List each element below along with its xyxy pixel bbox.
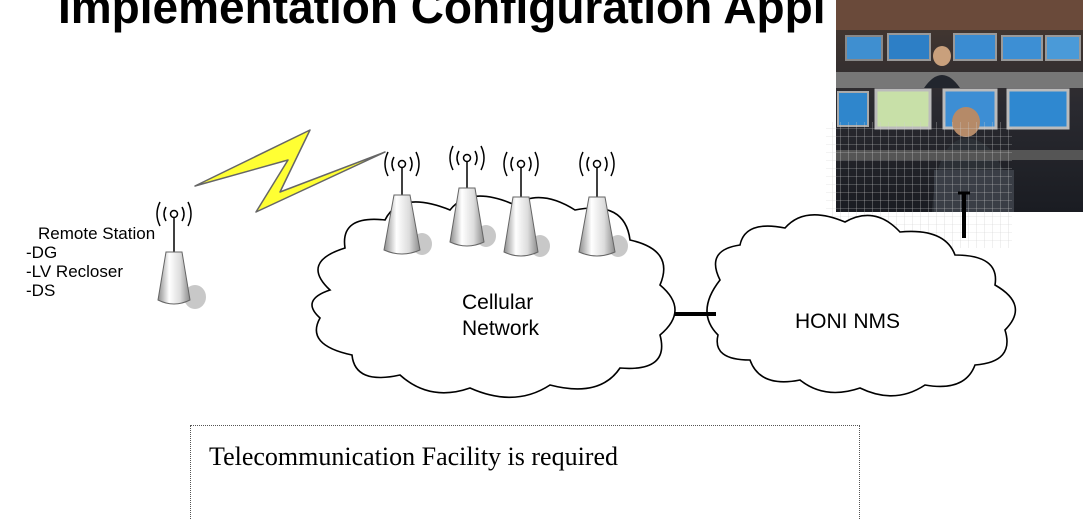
radio-waves-icon	[503, 151, 539, 197]
cellular-network-line2: Network	[462, 317, 540, 340]
lightning-bolt-icon	[194, 129, 386, 213]
remote-station-item-ds: -DS	[26, 281, 56, 300]
remote-station-tower	[156, 201, 206, 309]
honi-nms-label: HONI NMS	[795, 310, 900, 333]
cell-tower-4	[578, 151, 628, 257]
radio-waves-icon	[156, 201, 192, 252]
radio-waves-icon	[449, 145, 485, 188]
remote-station-heading: Remote Station	[38, 224, 156, 243]
honi-nms-cloud	[706, 213, 1017, 397]
cell-tower-3	[503, 151, 550, 257]
remote-station-label: Remote Station -DG -LV Recloser -DS	[26, 224, 155, 300]
remote-station-item-dg: -DG	[26, 243, 58, 262]
cell-tower-1	[383, 151, 432, 255]
radio-waves-icon	[384, 151, 420, 195]
remote-station-item-lv-recloser: -LV Recloser	[26, 262, 123, 281]
cellular-network-line1: Cellular	[462, 291, 534, 314]
page-title: Implementation Configuration Appl	[58, 0, 826, 33]
note-text: Telecommunication Facility is required	[209, 442, 619, 471]
cellular-network-label: Cellular Network	[462, 290, 539, 342]
cell-tower-2	[449, 145, 496, 247]
radio-waves-icon	[579, 151, 615, 197]
note-box: Telecommunication Facility is required	[190, 425, 860, 519]
